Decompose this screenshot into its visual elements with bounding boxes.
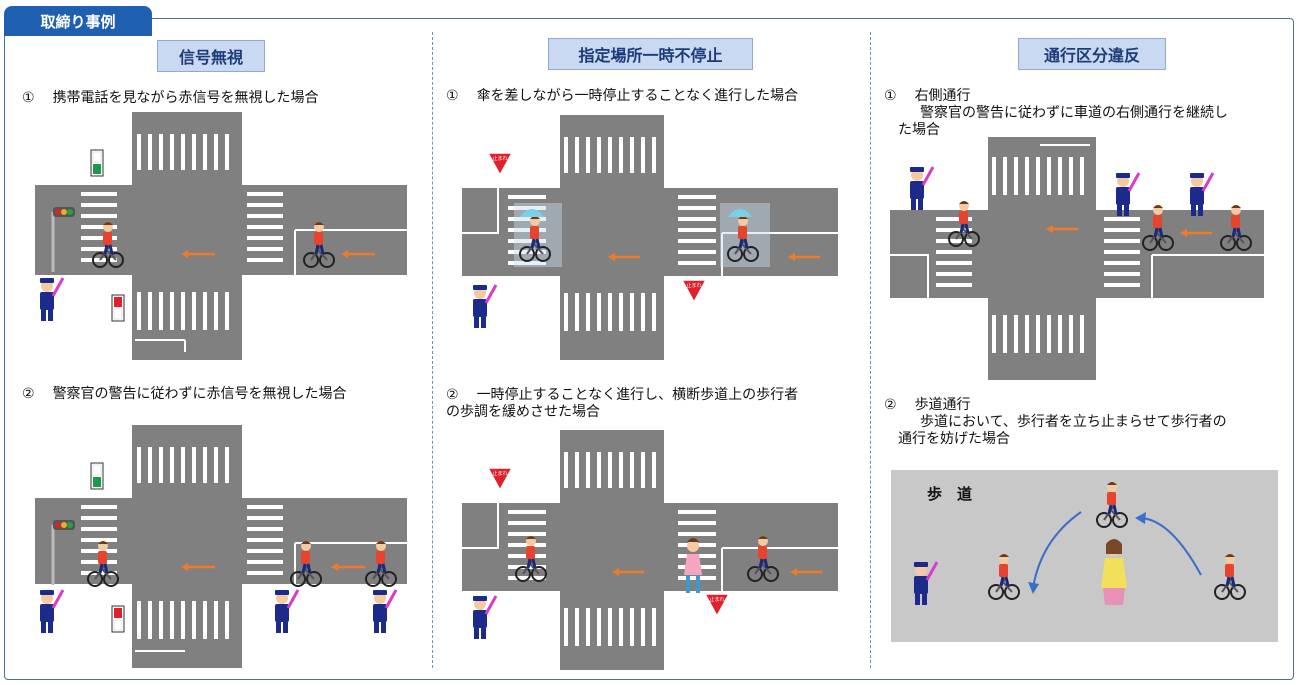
enforcement-examples-badge: 取締り事例 <box>4 6 152 36</box>
pedestrian-figure <box>1101 539 1127 605</box>
intersection-signal-2 <box>35 425 407 668</box>
intersection-stop-2 <box>462 430 838 670</box>
pedestrian-figure <box>684 538 702 593</box>
sidewalk-label: 歩 道 <box>927 485 972 503</box>
intersection-lane-1 <box>890 137 1264 380</box>
column-divider <box>432 32 433 668</box>
column-divider <box>870 32 871 668</box>
sidewalk-scene: 歩 道 <box>891 470 1278 642</box>
heading-signal-violation: 信号無視 <box>157 40 265 72</box>
intersection-signal-1 <box>35 112 407 360</box>
heading-lane-violation: 通行区分違反 <box>1018 38 1166 70</box>
example-frame <box>4 18 1294 680</box>
intersection-stop-1 <box>462 115 838 360</box>
heading-stop-violation: 指定場所一時不停止 <box>548 38 753 70</box>
